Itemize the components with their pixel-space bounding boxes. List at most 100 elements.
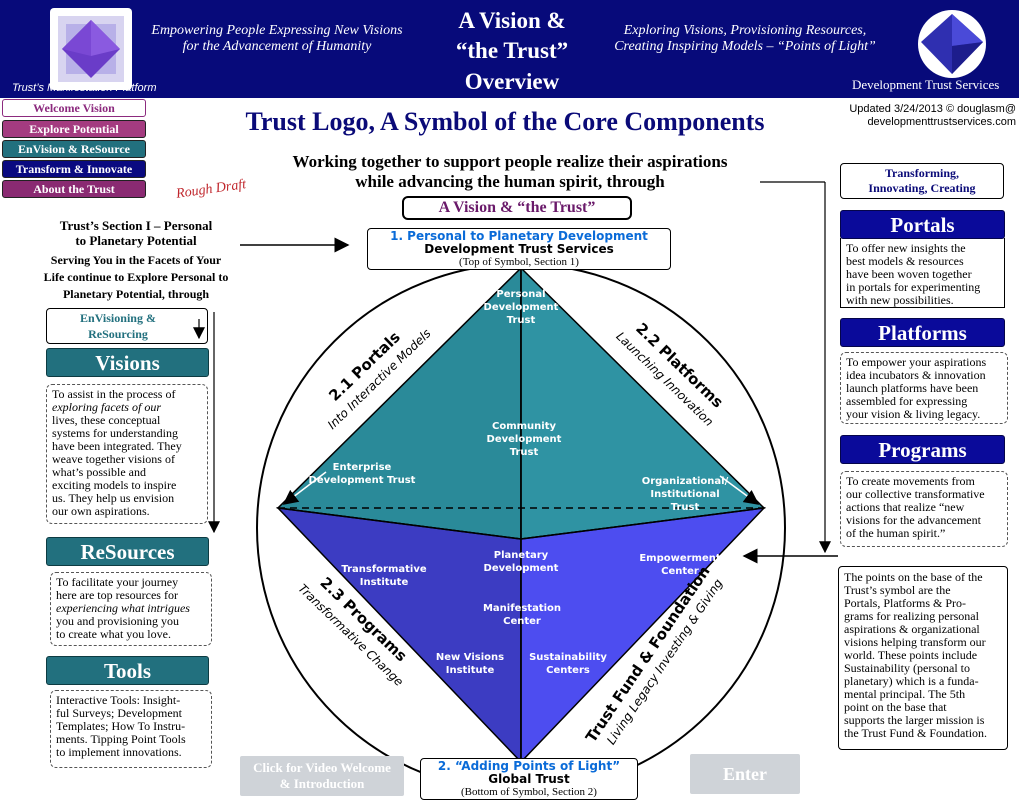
enter-button[interactable]: Enter (690, 754, 800, 794)
programs-button[interactable]: Programs (840, 435, 1005, 464)
node-personal-2: Development (484, 302, 559, 313)
tools-line: ful Surveys; Development (56, 706, 182, 720)
visions-button[interactable]: Visions (46, 348, 209, 377)
tools-line: Templates; How To Instru- (56, 719, 186, 733)
base-line: the Trust Fund & Foundation. (844, 726, 988, 740)
tic-line-2: Innovating, Creating (868, 181, 976, 195)
platforms-button[interactable]: Platforms (840, 318, 1005, 347)
trust-logo-left[interactable] (50, 8, 132, 90)
visions-line: exploring facets of our (52, 401, 202, 414)
platforms-line: launch platforms have been (846, 381, 979, 395)
header-bar (0, 0, 1019, 98)
resources-line: here are top resources for (56, 588, 178, 602)
nav-about-trust[interactable]: About the Trust (2, 180, 146, 198)
page-title: Trust Logo, A Symbol of the Core Compone… (245, 107, 765, 136)
base-line: Trust’s symbol are the (844, 583, 951, 597)
resources-line: To facilitate your journey (56, 575, 179, 589)
base-line: Sustainability (personal to (844, 661, 970, 675)
video-welcome-button[interactable]: Click for Video Welcome & Introduction (240, 756, 404, 796)
tagline-left-1: Empowering People Expressing New Visions (151, 23, 403, 38)
visions-line-em: exploring facets of our (52, 400, 161, 414)
tools-description: Interactive Tools: Insight- ful Surveys;… (50, 690, 212, 768)
resources-line: to create what you love. (56, 627, 171, 641)
programs-line: visions for the advancement (846, 513, 981, 527)
base-line: world. These points include (844, 648, 978, 662)
node-transformative-2: Institute (360, 577, 409, 588)
node-newvisions-1: New Visions (436, 652, 504, 663)
updated-line-2: developmenttrustservices.com (867, 116, 1016, 128)
section2-line2: Global Trust (488, 772, 570, 786)
visions-line: what’s possible and (52, 465, 146, 479)
envisioning-line-2: ReSourcing (88, 327, 148, 341)
nav-transform-innovate[interactable]: Transform & Innovate (2, 160, 146, 178)
base-line: Portals, Platforms & Pro- (844, 596, 966, 610)
portals-line: To offer new insights the (846, 241, 966, 255)
subtitle-line-2: while advancing the human spirit, throug… (355, 172, 665, 191)
octahedron-icon (58, 16, 124, 82)
updated-line-1: Updated 3/24/2013 © douglasm@ (849, 103, 1016, 115)
base-line: point on the base that (844, 700, 947, 714)
transforming-innovating-box[interactable]: Transforming, Innovating, Creating (840, 163, 1004, 199)
section1-line3: (Top of Symbol, Section 1) (459, 256, 579, 268)
visions-description: To assist in the process of exploring fa… (46, 384, 208, 524)
updated-stamp: Updated 3/24/2013 © douglasm@ developmen… (836, 103, 1016, 129)
visions-line: have been integrated. They (52, 439, 182, 453)
node-personal-3: Trust (507, 315, 536, 326)
programs-line: our collective transformative (846, 487, 985, 501)
arrow-organizational (719, 475, 760, 505)
node-community-1: Community (492, 421, 556, 432)
video-button-line-1: Click for Video Welcome (253, 760, 391, 775)
node-sustainability-1: Sustainability (529, 652, 607, 663)
nav-envision-resource[interactable]: EnVision & ReSource (2, 140, 146, 158)
envisioning-resourcing-box[interactable]: EnVisioning &ReSourcing (46, 308, 208, 344)
diamond-logo-icon (918, 10, 986, 78)
resources-line: experiencing what intrigues (56, 602, 206, 615)
base-line: supports the larger mission is (844, 713, 985, 727)
section1-sub-3: Planetary Potential, through (62, 287, 210, 301)
section1-subtext: Serving You in the Facets of Your Life c… (10, 252, 262, 303)
section2-box[interactable]: 2. “Adding Points of Light” Global Trust… (420, 758, 638, 800)
nav-welcome-vision[interactable]: Welcome Vision (2, 99, 146, 117)
platform-label: Trust’s Manifestation Platform (12, 82, 157, 94)
lower-left-face (275, 506, 522, 764)
portals-button[interactable]: Portals (840, 210, 1005, 239)
section2-line1: 2. “Adding Points of Light” (437, 759, 621, 773)
resources-button[interactable]: ReSources (46, 537, 209, 566)
header-title-2: “the Trust” (455, 38, 569, 63)
section1-line2: Development Trust Services (424, 242, 614, 256)
visions-line: To assist in the process of (52, 387, 176, 401)
node-organizational-2: Institutional (650, 489, 719, 500)
base-line: aspirations & organizational (844, 622, 980, 636)
programs-line: of the human spirit.” (846, 526, 946, 540)
programs-description: To create movements from our collective … (840, 471, 1008, 547)
tools-button[interactable]: Tools (46, 656, 209, 685)
base-left-edge (277, 507, 522, 540)
section1-heading-2: to Planetary Potential (75, 233, 197, 248)
platforms-line: assembled for expressing (846, 394, 968, 408)
node-organizational-1: Organizational/ (642, 476, 729, 487)
trust-logo-right[interactable] (905, 8, 1000, 80)
base-points-description: The points on the base of the Trust’s sy… (838, 566, 1008, 750)
envisioning-label: EnVisioning &ReSourcing (51, 310, 185, 342)
resources-description: To facilitate your journey here are top … (50, 572, 212, 646)
section1-heading-1: Trust’s Section I – Personal (59, 218, 213, 233)
tools-line: ments. Tipping Point Tools (56, 732, 186, 746)
arrow-enterprise (282, 471, 327, 505)
programs-line: To create movements from (846, 474, 975, 488)
tic-line-1: Transforming, (884, 166, 960, 180)
subtitle: Working together to support people reali… (200, 152, 820, 192)
platforms-line: idea incubators & innovation (846, 368, 986, 382)
visions-line: weave together visions of (52, 452, 175, 466)
subtitle-line-1: Working together to support people reali… (292, 152, 728, 171)
section1-line1: 1. Personal to Planetary Development (390, 229, 648, 243)
visions-line: us. They help us envision (52, 491, 175, 505)
platforms-description: To empower your aspirations idea incubat… (840, 352, 1008, 424)
platforms-line: your vision & living legacy. (846, 407, 981, 421)
portals-line: in portals for experimenting (846, 280, 981, 294)
section1-box[interactable]: 1. Personal to Planetary Development Dev… (367, 228, 671, 270)
resources-line: you and provisioning you (56, 614, 179, 628)
base-line: mental principal. The 5th (844, 687, 966, 701)
node-empowerment-1: Empowerment (639, 553, 721, 564)
nav-explore-potential[interactable]: Explore Potential (2, 120, 146, 138)
